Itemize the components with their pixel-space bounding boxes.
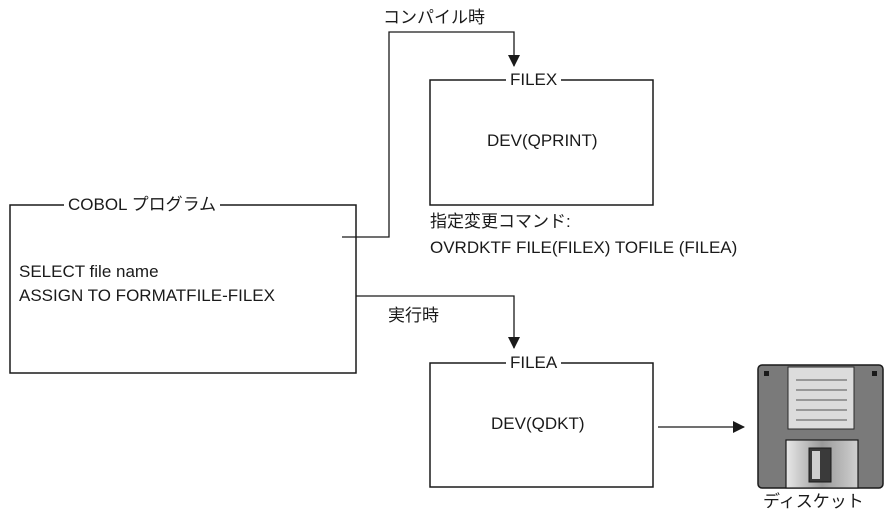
program-select-line: SELECT file name bbox=[19, 262, 159, 281]
filex-box-title: FILEX bbox=[506, 70, 562, 90]
diskette-icon bbox=[757, 364, 884, 489]
diskette-label: ディスケット bbox=[763, 492, 864, 511]
compile-time-label: コンパイル時 bbox=[383, 8, 485, 27]
override-command-text: OVRDKTF FILE(FILEX) TOFILE (FILEA) bbox=[430, 238, 738, 257]
compile-time-connector bbox=[342, 31, 520, 238]
override-command-label: 指定変更コマンド: bbox=[430, 212, 571, 231]
filea-box-title: FILEA bbox=[506, 353, 562, 373]
filex-device: DEV(QPRINT) bbox=[487, 131, 598, 150]
filea-device: DEV(QDKT) bbox=[491, 414, 585, 433]
run-time-label: 実行時 bbox=[388, 306, 439, 325]
program-box-title: COBOL プログラム bbox=[64, 195, 221, 215]
program-assign-line: ASSIGN TO FORMATFILE-FILEX bbox=[19, 286, 275, 305]
run-time-connector bbox=[356, 295, 520, 349]
